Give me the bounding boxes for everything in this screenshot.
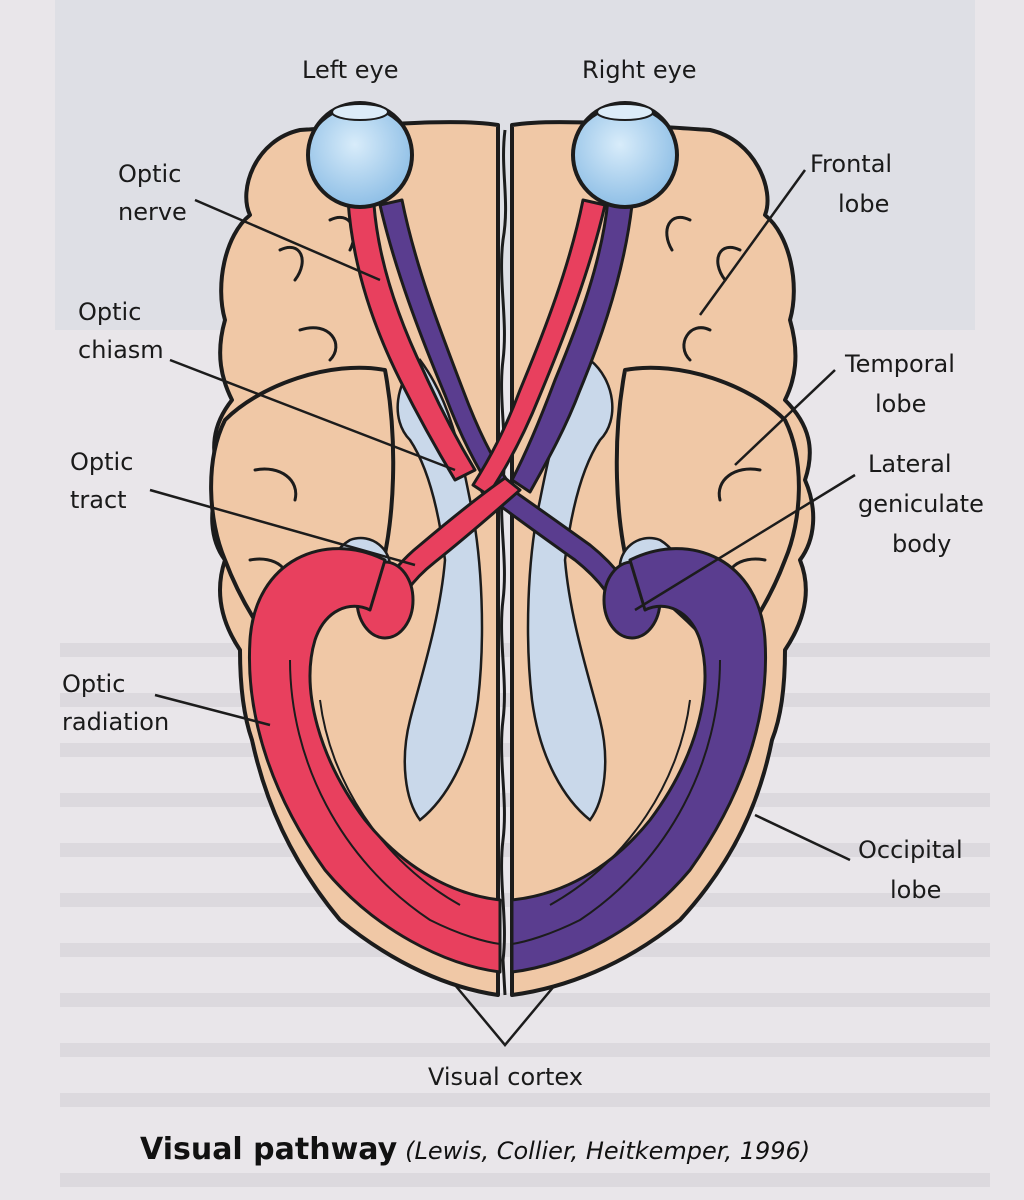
left-visual-pathway: [247, 198, 607, 974]
leader-occipital-lobe: [754, 813, 851, 862]
right-eye-crossed-fibers: [471, 198, 607, 497]
leader-lateral-geniculate: [634, 473, 856, 612]
caption-citation: (Lewis, Collier, Heitkemper, 1996): [405, 1137, 811, 1165]
right-optic-radiation: [510, 547, 768, 974]
label-lateral-geniculate-3: body: [892, 530, 951, 558]
label-lateral-geniculate-1: Lateral: [868, 450, 952, 478]
leader-frontal-lobe: [698, 169, 807, 316]
label-temporal-lobe-2: lobe: [875, 390, 926, 418]
longitudinal-fissure: [500, 129, 508, 996]
label-optic-radiation-2: radiation: [62, 708, 169, 736]
leader-visual-cortex: [454, 984, 556, 1047]
label-temporal-lobe-1: Temporal: [844, 350, 955, 378]
left-optic-radiation: [247, 547, 502, 974]
right-eyeball: [571, 101, 679, 209]
eyes: [306, 101, 679, 209]
right-optic-nerve: [510, 198, 634, 494]
label-frontal-lobe-2: lobe: [838, 190, 889, 218]
labels: Left eye Right eye Optic nerve Optic chi…: [62, 56, 984, 1091]
leader-lines: [149, 169, 856, 1047]
left-eyeball: [306, 101, 414, 209]
label-optic-nerve-2: nerve: [118, 198, 187, 226]
label-optic-tract-2: tract: [70, 486, 127, 514]
label-lateral-geniculate-2: geniculate: [858, 490, 984, 518]
leader-optic-nerve: [194, 198, 381, 282]
left-optic-nerve: [346, 198, 477, 482]
caption-title: Visual pathway: [140, 1132, 398, 1167]
right-visual-pathway: [378, 198, 768, 974]
leader-optic-tract: [149, 488, 416, 567]
label-optic-radiation-1: Optic: [62, 670, 125, 698]
leader-temporal-lobe: [734, 369, 836, 466]
label-visual-cortex: Visual cortex: [428, 1063, 583, 1091]
label-occipital-lobe-1: Occipital: [858, 836, 963, 864]
label-optic-nerve-1: Optic: [118, 160, 181, 188]
label-optic-tract-1: Optic: [70, 448, 133, 476]
label-optic-chiasm-2: chiasm: [78, 336, 164, 364]
label-right-eye: Right eye: [582, 56, 697, 84]
label-left-eye: Left eye: [302, 56, 399, 84]
leader-optic-radiation: [154, 693, 271, 727]
label-occipital-lobe-2: lobe: [890, 876, 941, 904]
figure-caption: Visual pathway(Lewis, Collier, Heitkempe…: [140, 1132, 1000, 1167]
label-optic-chiasm-1: Optic: [78, 298, 141, 326]
leader-optic-chiasm: [169, 358, 456, 472]
label-frontal-lobe-1: Frontal: [810, 150, 892, 178]
radiation-fiber-lines: [289, 659, 721, 945]
